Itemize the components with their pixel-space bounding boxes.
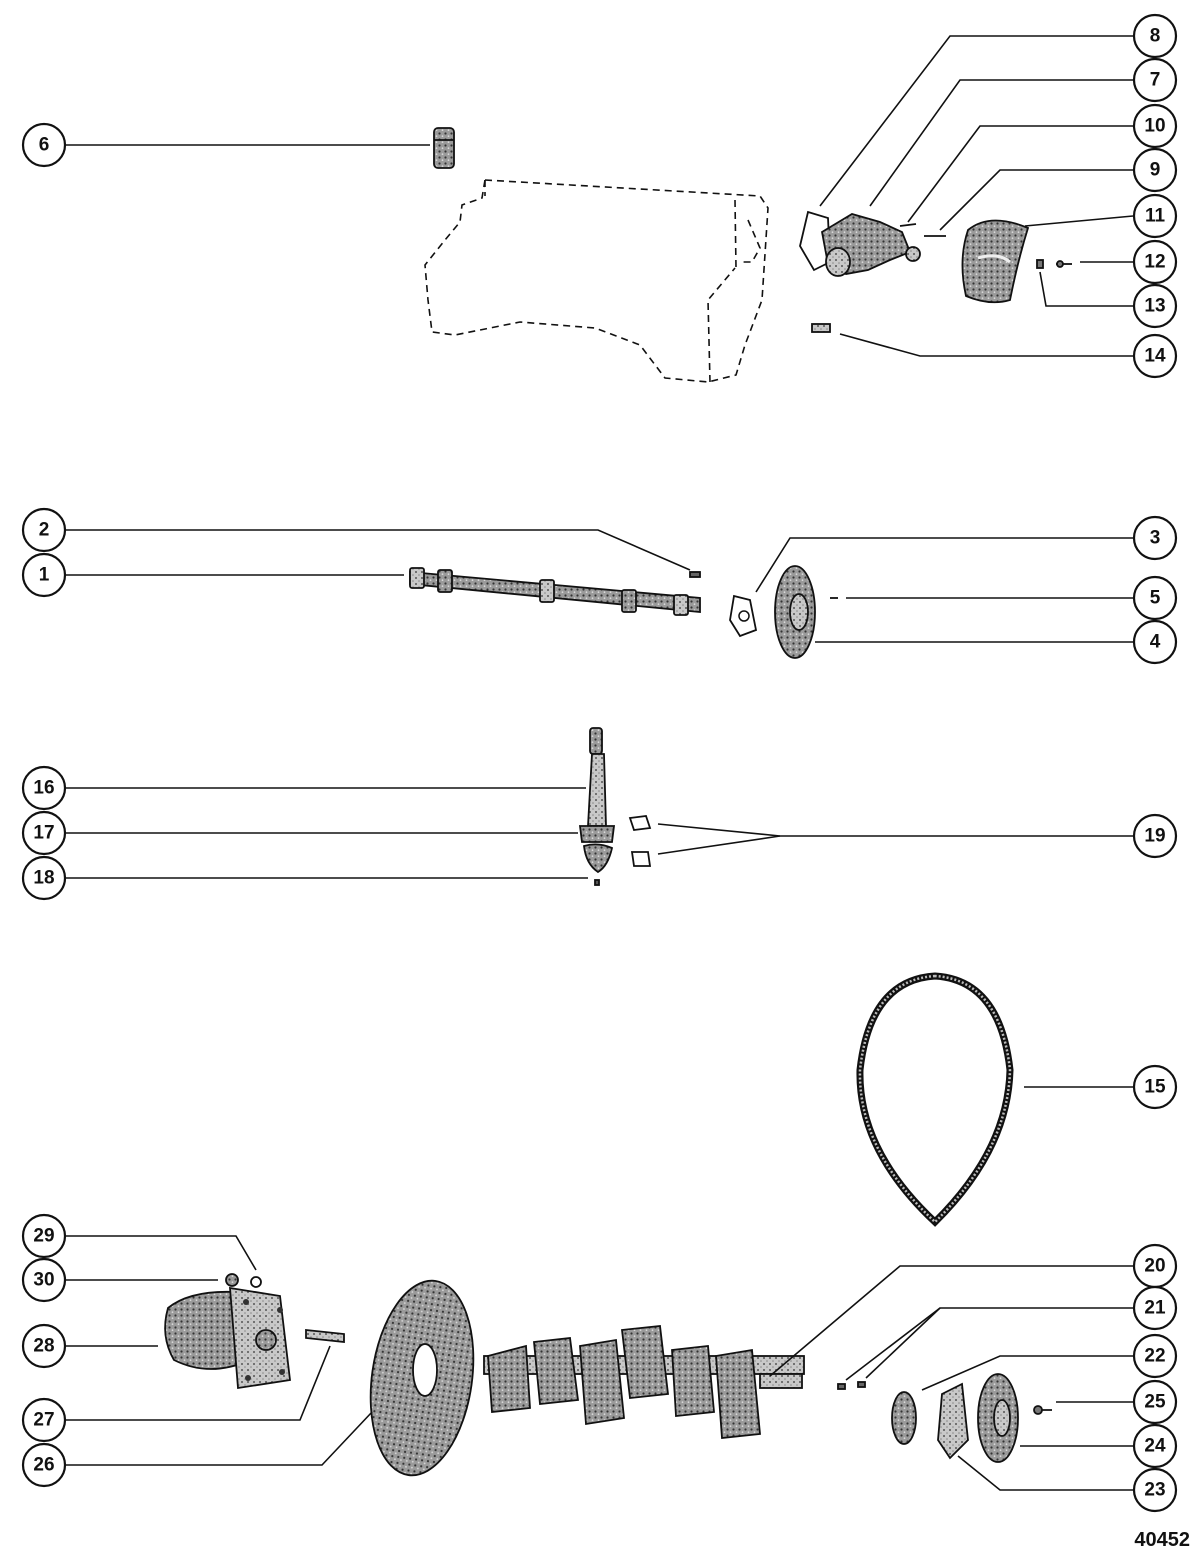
balancer-bolt-part — [1033, 1405, 1052, 1415]
crankshaft-keys — [837, 1381, 866, 1390]
callout-6-label: 6 — [39, 135, 50, 156]
callout-22: 22 — [1132, 1333, 1178, 1379]
oil-slinger-part — [937, 1382, 969, 1460]
callout-13-label: 13 — [1144, 296, 1165, 317]
callout-19-label: 19 — [1144, 826, 1165, 847]
connecting-rod-part — [578, 727, 616, 843]
callout-11-label: 11 — [1145, 206, 1166, 227]
callout-9: 9 — [1132, 147, 1178, 193]
callout-15: 15 — [1132, 1064, 1178, 1110]
crank-sprocket-part — [891, 1391, 917, 1445]
callout-11: 11 — [1132, 193, 1178, 239]
callout-10: 10 — [1132, 103, 1178, 149]
rod-cap-part — [583, 843, 614, 874]
callout-15-label: 15 — [1144, 1077, 1166, 1098]
drain-fitting-part — [811, 323, 831, 333]
water-pump-bolts — [899, 223, 946, 237]
callout-30-label: 30 — [33, 1270, 54, 1291]
timing-gear-part — [774, 565, 816, 659]
callout-2-label: 2 — [39, 520, 50, 541]
callout-3-label: 3 — [1150, 528, 1161, 549]
callout-17-label: 17 — [33, 823, 54, 844]
callout-1: 1 — [21, 552, 67, 598]
flywheel-part — [369, 1279, 475, 1477]
callout-17: 17 — [21, 810, 67, 856]
crankshaft-part — [483, 1325, 805, 1439]
callout-9-label: 9 — [1150, 160, 1161, 181]
camshaft-key-part — [689, 571, 701, 578]
thrust-plate-part — [729, 594, 758, 638]
callout-29-label: 29 — [33, 1226, 54, 1247]
callout-18: 18 — [21, 855, 67, 901]
valve-lifter-part — [433, 127, 455, 169]
camshaft-part — [409, 567, 701, 616]
coupler-nut-and-washer — [225, 1273, 262, 1288]
callout-21-label: 21 — [1144, 1298, 1166, 1319]
callout-22-label: 22 — [1144, 1346, 1165, 1367]
fan-pulley-part — [961, 219, 1030, 304]
callout-1-label: 1 — [39, 565, 50, 586]
engine-block-outline — [424, 179, 769, 383]
callout-23: 23 — [1132, 1467, 1178, 1513]
callout-16: 16 — [21, 765, 67, 811]
drawing-number: 40452 — [1134, 1529, 1190, 1551]
callout-29: 29 — [21, 1213, 67, 1259]
callout-4-label: 4 — [1150, 632, 1161, 653]
callout-7-label: 7 — [1150, 70, 1161, 91]
callout-2: 2 — [21, 507, 67, 553]
callout-26: 26 — [21, 1442, 67, 1488]
callout-27: 27 — [21, 1397, 67, 1443]
coupler-housing-part — [164, 1286, 291, 1390]
callout-8-label: 8 — [1150, 26, 1161, 47]
callout-19: 19 — [1132, 813, 1178, 859]
callout-18-label: 18 — [33, 868, 54, 889]
callout-24-label: 24 — [1144, 1436, 1166, 1457]
callout-27-label: 27 — [33, 1410, 54, 1431]
callout-3: 3 — [1132, 515, 1178, 561]
callout-26-label: 26 — [33, 1455, 54, 1476]
callout-10-label: 10 — [1144, 116, 1165, 137]
pulley-washer-and-bolt — [1036, 259, 1072, 269]
callout-25: 25 — [1132, 1379, 1178, 1425]
callout-23-label: 23 — [1144, 1480, 1165, 1501]
callout-24: 24 — [1132, 1423, 1178, 1469]
callout-20: 20 — [1132, 1243, 1178, 1289]
harmonic-balancer-part — [977, 1373, 1019, 1463]
rod-nut-part — [594, 879, 600, 886]
callout-6: 6 — [21, 122, 67, 168]
callout-12-label: 12 — [1144, 252, 1165, 273]
callout-28-label: 28 — [33, 1336, 54, 1357]
rod-bearing-parts — [628, 815, 652, 867]
callout-25-label: 25 — [1144, 1392, 1166, 1413]
water-pump-part — [821, 213, 921, 277]
water-pump-gasket — [799, 210, 831, 272]
callout-4: 4 — [1132, 619, 1178, 665]
callout-8: 8 — [1132, 13, 1178, 59]
callout-30: 30 — [21, 1257, 67, 1303]
callout-13: 13 — [1132, 283, 1178, 329]
callout-16-label: 16 — [33, 778, 54, 799]
callout-12: 12 — [1132, 239, 1178, 285]
drive-belt-part — [856, 972, 1014, 1227]
callout-20-label: 20 — [1144, 1256, 1165, 1277]
callout-21: 21 — [1132, 1285, 1178, 1331]
callout-5-label: 5 — [1150, 588, 1161, 609]
leader-lines — [66, 35, 1134, 1491]
callout-7: 7 — [1132, 57, 1178, 103]
callout-5: 5 — [1132, 575, 1178, 621]
callout-28: 28 — [21, 1323, 67, 1369]
coupler-stud-part — [305, 1329, 345, 1343]
callout-14: 14 — [1132, 333, 1178, 379]
callout-14-label: 14 — [1144, 346, 1166, 367]
